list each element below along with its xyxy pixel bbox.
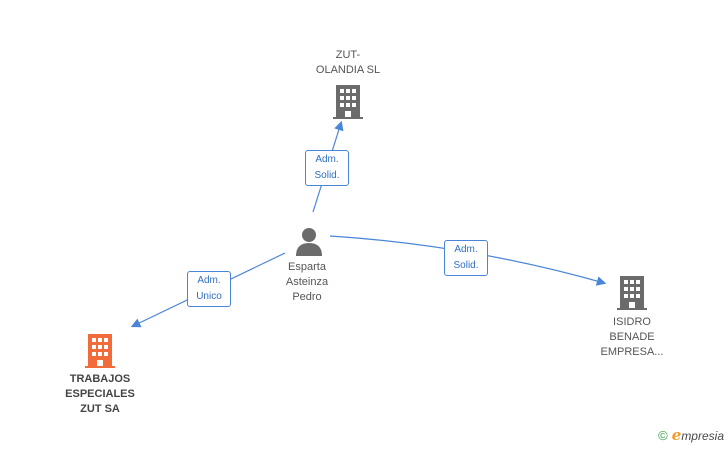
node-esparta[interactable]: Esparta Asteinza Pedro (260, 260, 354, 305)
copyright-icon: © (658, 428, 668, 443)
node-label-line: ZUT- (335, 49, 361, 61)
node-zut-olandia[interactable]: ZUT- OLANDIA SL (298, 48, 398, 78)
node-label-line: BENADE (609, 331, 655, 343)
edge-label-line: Unico (196, 291, 222, 302)
node-label-line: Pedro (292, 291, 322, 303)
edge-label-line: Adm. (454, 244, 478, 255)
node-label-line: Asteinza (285, 276, 329, 288)
person-icon[interactable] (294, 226, 324, 256)
edge-label-to-isidro[interactable]: Adm. Solid. (444, 240, 488, 276)
node-label-line: OLANDIA SL (315, 64, 381, 76)
node-label-line: TRABAJOS (69, 373, 131, 385)
edge-label-line: Adm. (315, 154, 339, 165)
node-label-line: ISIDRO (613, 316, 651, 328)
edge-label-to-trabajos[interactable]: Adm. Unico (187, 271, 231, 307)
node-trabajos[interactable]: TRABAJOS ESPECIALES ZUT SA (48, 372, 152, 417)
building-icon (617, 276, 647, 310)
node-label-line: ZUT SA (80, 403, 120, 415)
edge-label-line: Adm. (197, 275, 221, 286)
brand-logo: ©empresia (658, 426, 724, 444)
edge-label-line: Solid. (314, 170, 340, 181)
brand-initial: e (671, 426, 682, 444)
node-label-line: Esparta (288, 261, 326, 273)
node-isidro[interactable]: ISIDRO BENADE EMPRESA... (582, 315, 682, 360)
building-icon (85, 334, 115, 368)
node-label-line: ESPECIALES (65, 388, 135, 400)
edge-label-line: Solid. (453, 260, 479, 271)
building-icon (333, 85, 363, 119)
edge-label-to-zut[interactable]: Adm. Solid. (305, 150, 349, 186)
node-label-line: EMPRESA... (600, 346, 664, 358)
brand-name: mpresia (681, 429, 724, 443)
